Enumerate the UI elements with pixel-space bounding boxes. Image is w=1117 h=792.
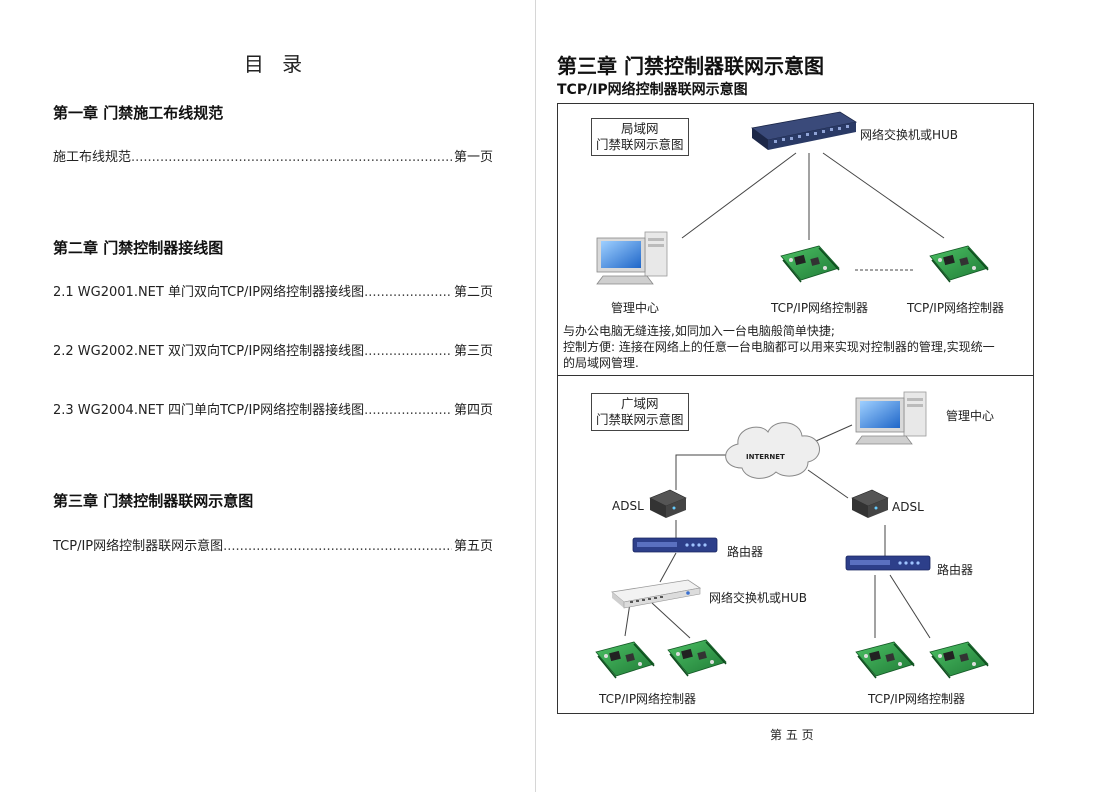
router-left-icon	[632, 537, 718, 553]
page-number: 第 五 页	[770, 728, 814, 742]
wan-controller-right-label: TCP/IP网络控制器	[868, 692, 966, 706]
wan-label-box: 广域网 门禁联网示意图	[591, 393, 689, 431]
toc-entry[interactable]: 2.2 WG2002.NET 双门双向TCP/IP网络控制器接线图 第三页	[53, 340, 493, 359]
toc-entry-page: 第二页	[453, 285, 493, 300]
chapter-3-heading: 第三章 门禁控制器联网示意图	[53, 492, 254, 510]
wan-label-line2: 门禁联网示意图	[596, 412, 684, 427]
toc-entry-page: 第五页	[453, 539, 493, 554]
lan-manager-label: 管理中心	[611, 301, 660, 315]
lan-manager-pc-icon	[596, 231, 668, 285]
diagram-frame	[557, 103, 1034, 714]
router-right-label: 路由器	[937, 563, 974, 577]
chapter-1-heading: 第一章 门禁施工布线规范	[53, 104, 224, 122]
internet-label: INTERNET	[746, 453, 785, 461]
wan-manager-label: 管理中心	[946, 409, 995, 423]
toc-entry[interactable]: 施工布线规范 第一页	[53, 146, 493, 165]
toc-entry[interactable]: TCP/IP网络控制器联网示意图 第五页	[53, 535, 493, 554]
adsl-right-icon	[851, 489, 889, 519]
lan-label-box: 局域网 门禁联网示意图	[591, 118, 689, 156]
lan-links	[681, 152, 945, 271]
wan-controller-icon	[595, 641, 655, 679]
chapter-title: 第三章 门禁控制器联网示意图	[557, 54, 824, 78]
lan-switch-icon	[751, 111, 858, 150]
toc-entry-label: 2.2 WG2002.NET 双门双向TCP/IP网络控制器接线图	[53, 344, 365, 359]
lan-switch-label: 网络交换机或HUB	[860, 128, 959, 142]
wan-controller-icon	[667, 639, 727, 677]
diagram-divider	[557, 375, 1034, 376]
lan-desc-line1: 与办公电脑无缝连接,如同加入一台电脑般简单快捷;	[563, 324, 835, 338]
toc-entry-page: 第四页	[453, 403, 493, 418]
page-divider	[535, 0, 536, 792]
wan-switch-icon	[611, 579, 702, 609]
toc-entry-label: 施工布线规范	[53, 150, 132, 165]
adsl-left-label: ADSL	[612, 499, 644, 513]
wan-switch-label: 网络交换机或HUB	[709, 591, 808, 605]
lan-controller1-label: TCP/IP网络控制器	[771, 301, 869, 315]
toc-entry[interactable]: 2.1 WG2001.NET 单门双向TCP/IP网络控制器接线图 第二页	[53, 281, 493, 300]
toc-title: 目 录	[243, 52, 309, 76]
lan-desc-line3: 的局域网管理.	[563, 356, 639, 370]
toc-entry-page: 第三页	[453, 344, 493, 359]
adsl-left-icon	[649, 489, 687, 519]
wan-controller-icon	[855, 641, 915, 679]
toc-entry-label: TCP/IP网络控制器联网示意图	[53, 539, 224, 554]
wan-manager-pc-icon	[855, 391, 927, 445]
lan-label-line2: 门禁联网示意图	[596, 137, 684, 152]
wan-controller-left-label: TCP/IP网络控制器	[599, 692, 697, 706]
router-right-icon	[845, 555, 931, 571]
lan-controller-icon	[929, 245, 989, 283]
router-left-label: 路由器	[727, 545, 764, 559]
wan-label-line1: 广域网	[621, 396, 659, 411]
diagram-subtitle: TCP/IP网络控制器联网示意图	[557, 82, 748, 98]
chapter-2-heading: 第二章 门禁控制器接线图	[53, 239, 224, 257]
toc-entry-page: 第一页	[453, 150, 493, 165]
lan-controller2-label: TCP/IP网络控制器	[907, 301, 1005, 315]
lan-controller-icon	[780, 245, 840, 283]
lan-desc-line2: 控制方便: 连接在网络上的任意一台电脑都可以用来实现对控制器的管理,实现统一	[563, 340, 995, 354]
toc-entry-label: 2.1 WG2001.NET 单门双向TCP/IP网络控制器接线图	[53, 285, 365, 300]
toc-entry[interactable]: 2.3 WG2004.NET 四门单向TCP/IP网络控制器接线图 第四页	[53, 399, 493, 418]
lan-label-line1: 局域网	[621, 121, 659, 136]
adsl-right-label: ADSL	[892, 500, 924, 514]
toc-entry-label: 2.3 WG2004.NET 四门单向TCP/IP网络控制器接线图	[53, 403, 365, 418]
wan-links	[624, 424, 931, 639]
wan-controller-icon	[929, 641, 989, 679]
internet-cloud-icon	[725, 422, 820, 479]
